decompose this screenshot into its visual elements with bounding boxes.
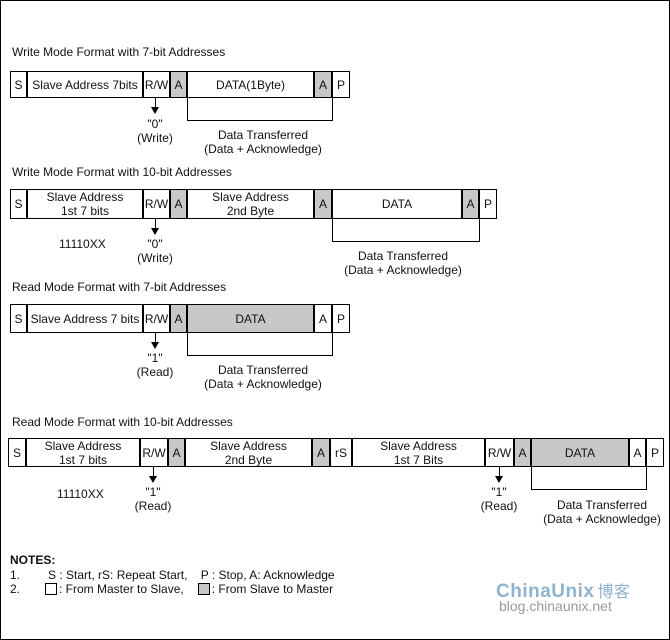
rw-arrow-head: [151, 228, 159, 235]
note-text: S : Start, rS: Repeat Start, P : Stop, A…: [48, 568, 335, 582]
rw-note: "1" (Read): [136, 351, 174, 379]
bracket: [187, 355, 333, 356]
diagram-title: Read Mode Format with 10-bit Addresses: [12, 415, 233, 429]
bracket-label: Data Transferred (Data + Acknowledge): [204, 363, 322, 391]
field-cell: Slave Address 2nd Byte: [187, 189, 314, 219]
field-cell: R/W: [140, 438, 168, 467]
field-cell: Slave Address 1st 7 bits: [26, 438, 140, 467]
note-number: 1.: [10, 568, 21, 582]
field-cell-slave: A: [168, 438, 185, 467]
field-cell-slave: A: [314, 189, 332, 219]
field-cell: A: [629, 438, 646, 467]
field-cell: rS: [330, 438, 352, 467]
watermark-url: blog.chinaunix.net: [499, 598, 612, 614]
field-cell: R/W: [143, 71, 170, 98]
rw-arrow-line: [499, 467, 500, 477]
rw-arrow-head: [151, 107, 159, 114]
bracket: [332, 98, 333, 120]
note-text: : From Slave to Master: [211, 582, 334, 596]
field-cell: R/W: [143, 304, 170, 333]
field-cell: Slave Address 7bits: [27, 71, 143, 98]
rw-arrow-head: [149, 476, 157, 483]
field-cell: S: [10, 304, 27, 333]
field-cell: A: [314, 304, 332, 333]
bracket-label: Data Transferred (Data + Acknowledge): [204, 128, 322, 156]
field-cell-slave: A: [514, 438, 531, 467]
field-cell: DATA(1Byte): [187, 71, 314, 98]
rw-note: "1" (Read): [134, 485, 172, 513]
field-cell-slave: A: [462, 189, 479, 219]
field-cell-slave: A: [170, 189, 187, 219]
diagram-title: Write Mode Format with 7-bit Addresses: [12, 45, 226, 59]
address-note: 11110XX: [59, 237, 106, 251]
field-cell-slave: DATA: [531, 438, 629, 467]
field-cell: Slave Address 1st 7 bits: [27, 189, 143, 219]
bracket: [187, 120, 333, 121]
field-cell: S: [10, 189, 27, 219]
rw-note: "0" (Write): [137, 117, 173, 145]
diagram-title: Write Mode Format with 10-bit Addresses: [12, 165, 232, 179]
bracket: [646, 467, 647, 489]
note-number: 2.: [10, 582, 21, 596]
bracket: [187, 98, 188, 120]
field-cell-slave: A: [170, 304, 187, 333]
field-cell: Slave Address 1st 7 Bits: [352, 438, 485, 467]
master-legend-swatch: [45, 583, 58, 595]
rw-note: "0" (Write): [137, 237, 173, 265]
field-cell: Slave Address 2nd Byte: [185, 438, 312, 467]
field-cell: R/W: [485, 438, 514, 467]
rw-arrow-line: [155, 333, 156, 343]
note-line-1: 1. S : Start, rS: Repeat Start, P : Stop,…: [10, 568, 335, 582]
field-cell: P: [332, 71, 350, 98]
field-cell-slave: A: [170, 71, 187, 98]
slave-legend-swatch: [197, 583, 210, 595]
rw-arrow-line: [155, 219, 156, 229]
field-cell-slave: A: [314, 71, 332, 98]
field-cell: Slave Address 7 bits: [27, 304, 143, 333]
rw-note: "1" (Read): [480, 485, 518, 513]
diagram-title: Read Mode Format with 7-bit Addresses: [12, 280, 227, 294]
bracket: [332, 241, 480, 242]
bracket: [332, 219, 333, 241]
rw-arrow-head: [495, 476, 503, 483]
field-cell-slave: A: [312, 438, 330, 467]
field-cell: P: [479, 189, 497, 219]
field-cell-slave: DATA: [187, 304, 314, 333]
field-cell: P: [332, 304, 350, 333]
bracket: [479, 219, 480, 241]
bracket: [187, 333, 188, 355]
bracket-label: Data Transferred (Data + Acknowledge): [344, 249, 462, 277]
field-cell: P: [646, 438, 664, 467]
address-note: 11110XX: [57, 487, 104, 501]
bracket: [531, 489, 647, 490]
note-text: : From Master to Slave,: [59, 582, 184, 596]
rw-arrow-line: [153, 467, 154, 477]
field-cell: R/W: [143, 189, 170, 219]
notes-heading: NOTES:: [10, 553, 56, 567]
bracket: [332, 333, 333, 355]
watermark-brand: ChinaUnix: [496, 581, 595, 602]
field-cell: S: [10, 71, 27, 98]
note-line-2: 2. : From Master to Slave, : From Slave to…: [10, 582, 333, 596]
field-cell: DATA: [332, 189, 462, 219]
rw-arrow-line: [155, 98, 156, 108]
bracket: [531, 467, 532, 489]
watermark-brand-cn: 博客: [597, 584, 631, 601]
field-cell: S: [8, 438, 26, 467]
bracket-label: Data Transferred (Data + Acknowledge): [543, 498, 661, 526]
rw-arrow-head: [151, 342, 159, 349]
